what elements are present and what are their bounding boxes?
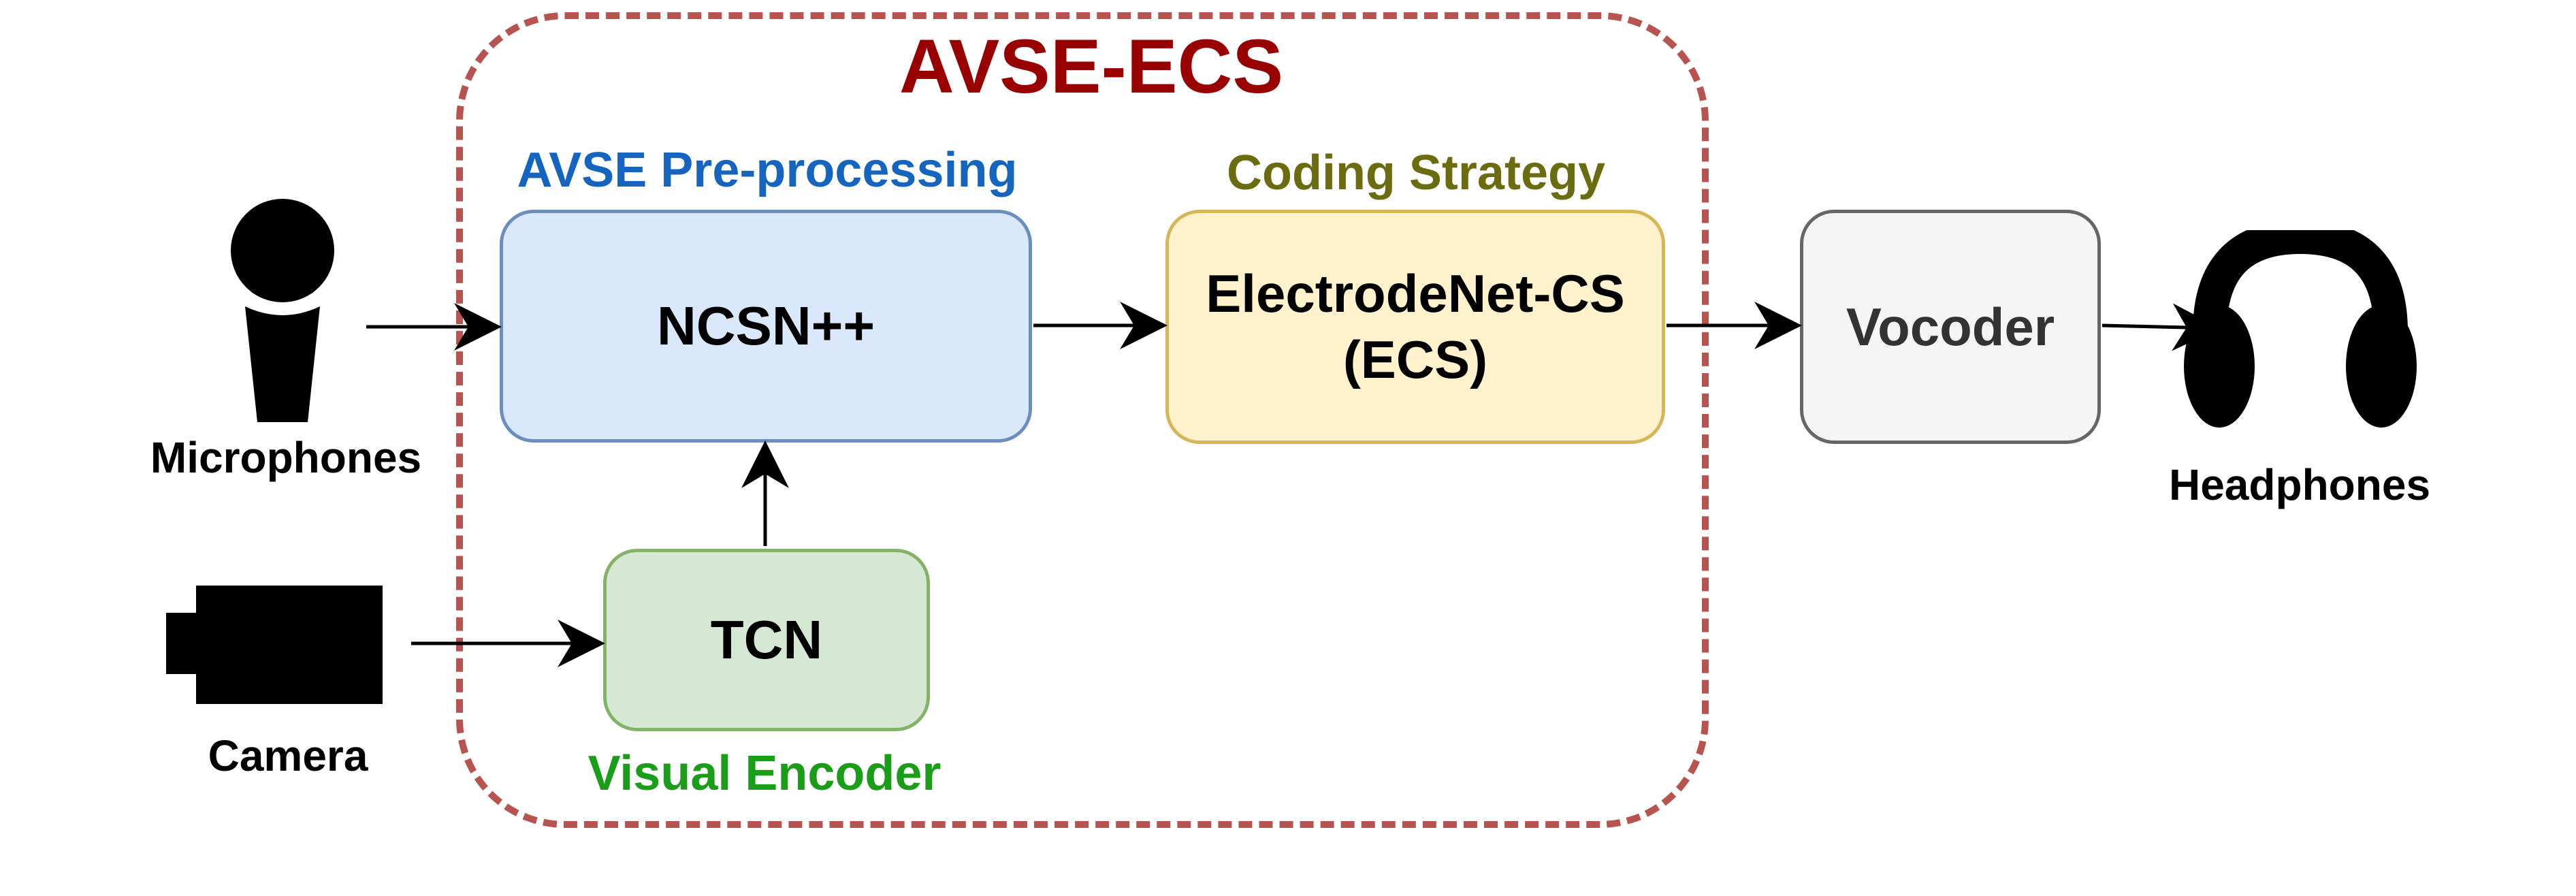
headphones-icon (2184, 230, 2417, 428)
microphones-label: Microphones (150, 433, 422, 482)
headphones-label: Headphones (2168, 460, 2431, 509)
tcn-label: TCN (710, 609, 823, 670)
ecs-block: ElectrodeNet-CS (ECS) (1165, 210, 1665, 444)
ecs-label-line1: ElectrodeNet-CS (1206, 263, 1625, 323)
coding-strategy-label: Coding Strategy (1226, 146, 1606, 200)
vocoder-label: Vocoder (1846, 296, 2055, 357)
microphone-icon (231, 199, 334, 422)
tcn-block: TCN (603, 549, 930, 731)
camera-icon (166, 586, 383, 704)
system-title: AVSE-ECS (899, 24, 1284, 109)
camera-label: Camera (208, 731, 368, 780)
ecs-label-line2: (ECS) (1342, 330, 1488, 389)
preprocessing-label: AVSE Pre-processing (517, 143, 1018, 197)
avse-ecs-frame (456, 12, 1709, 828)
visual-encoder-label: Visual Encoder (587, 746, 941, 801)
ncsn-label: NCSN++ (656, 295, 875, 356)
vocoder-block: Vocoder (1800, 210, 2101, 444)
